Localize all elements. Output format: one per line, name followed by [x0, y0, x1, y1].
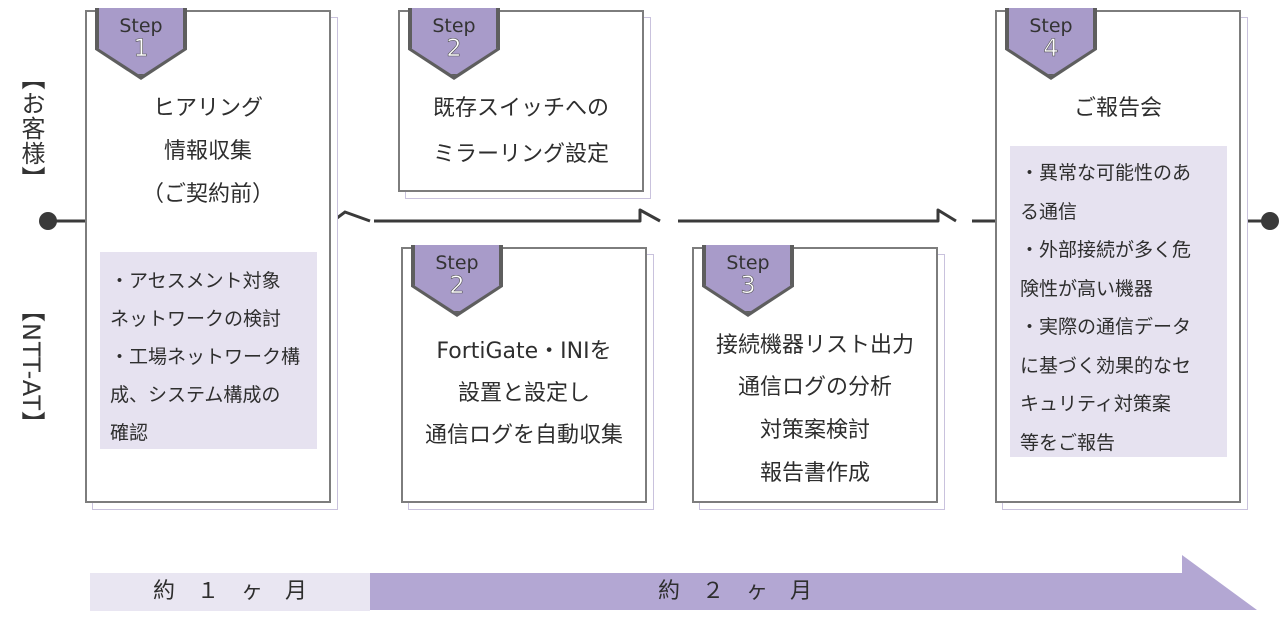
step1-card: ヒアリング 情報収集 （ご契約前） ・アセスメント対象 ネットワークの検討 ・工…	[85, 10, 331, 503]
step3-title-line4: 報告書作成	[759, 461, 870, 486]
step4-note-line: に基づく効果的なセ	[1020, 354, 1192, 377]
step4-note-line: ・実際の通信データ	[1020, 316, 1192, 338]
step4-title: ご報告会	[1073, 96, 1162, 121]
step4-card: ご報告会 ・異常な可能性のあ る通信 ・外部接続が多く危 険性が高い機器 ・実際…	[995, 10, 1241, 503]
step4-note-line: 険性が高い機器	[1020, 277, 1154, 300]
phase2-arrow	[370, 555, 1257, 610]
phase1-label: 約 １ ヶ 月	[152, 579, 307, 604]
step2-customer-badge-number: 2	[446, 34, 462, 62]
step2-customer-card: 既存スイッチへの ミラーリング設定	[398, 10, 644, 192]
step3-title-line2: 通信ログの分析	[737, 375, 892, 400]
step3-title-line1: 接続機器リスト出力	[715, 333, 914, 358]
step4-note-line: 等をご報告	[1020, 431, 1116, 454]
phase1-bar: 約 １ ヶ 月	[90, 573, 370, 611]
step1-badge-number: 1	[133, 34, 149, 62]
step1-note-line: 確認	[110, 422, 149, 444]
step2-customer-title-line1: 既存スイッチへの	[432, 96, 609, 121]
timeline-start-dot	[39, 212, 57, 230]
step2-customer-title-line2: ミラーリング設定	[432, 142, 609, 167]
lane-label-customer: 【お客様】	[17, 66, 45, 191]
step4-note-line: キュリティ対策案	[1020, 393, 1171, 415]
step1-note-line: 成、システム構成の	[110, 384, 281, 406]
step3-badge-label: Step	[726, 252, 770, 274]
step1-badge-label: Step	[119, 15, 163, 37]
phase2-label: 約 ２ ヶ 月	[657, 579, 812, 604]
timeline-end-dot	[1261, 212, 1279, 230]
step1-title-line1: ヒアリング	[152, 96, 263, 121]
step2-ntt-title-line1: FortiGate・INIを	[436, 339, 612, 364]
step1-title-line3: （ご契約前）	[141, 182, 274, 207]
step1-note-line: ・工場ネットワーク構	[110, 346, 301, 368]
step1-note-line: ・アセスメント対象	[110, 270, 281, 292]
step2-ntt-badge-number: 2	[449, 271, 465, 299]
step4-note-line: ・異常な可能性のあ	[1020, 162, 1192, 184]
step2-customer-badge-label: Step	[432, 15, 476, 37]
step4-badge-number: 4	[1043, 34, 1059, 62]
step1-title-line2: 情報収集	[163, 139, 252, 164]
step4-badge-label: Step	[1029, 15, 1073, 37]
lane-label-ntt-at: 【NTT-AT】	[17, 298, 45, 436]
step2-ntt-title-line3: 通信ログを自動収集	[424, 423, 623, 448]
step2-ntt-badge-label: Step	[435, 252, 479, 274]
step4-note-line: ・外部接続が多く危	[1020, 239, 1192, 261]
step4-note-line: る通信	[1020, 200, 1078, 223]
step3-title-line3: 対策案検討	[759, 418, 870, 443]
step1-notes: ・アセスメント対象 ネットワークの検討 ・工場ネットワーク構 成、システム構成の…	[100, 252, 317, 449]
step2-ntt-title-line2: 設置と設定し	[457, 381, 590, 406]
step1-note-line: ネットワークの検討	[110, 308, 282, 330]
step4-notes: ・異常な可能性のあ る通信 ・外部接続が多く危 険性が高い機器 ・実際の通信デー…	[1010, 146, 1227, 457]
step3-badge-number: 3	[740, 271, 756, 299]
